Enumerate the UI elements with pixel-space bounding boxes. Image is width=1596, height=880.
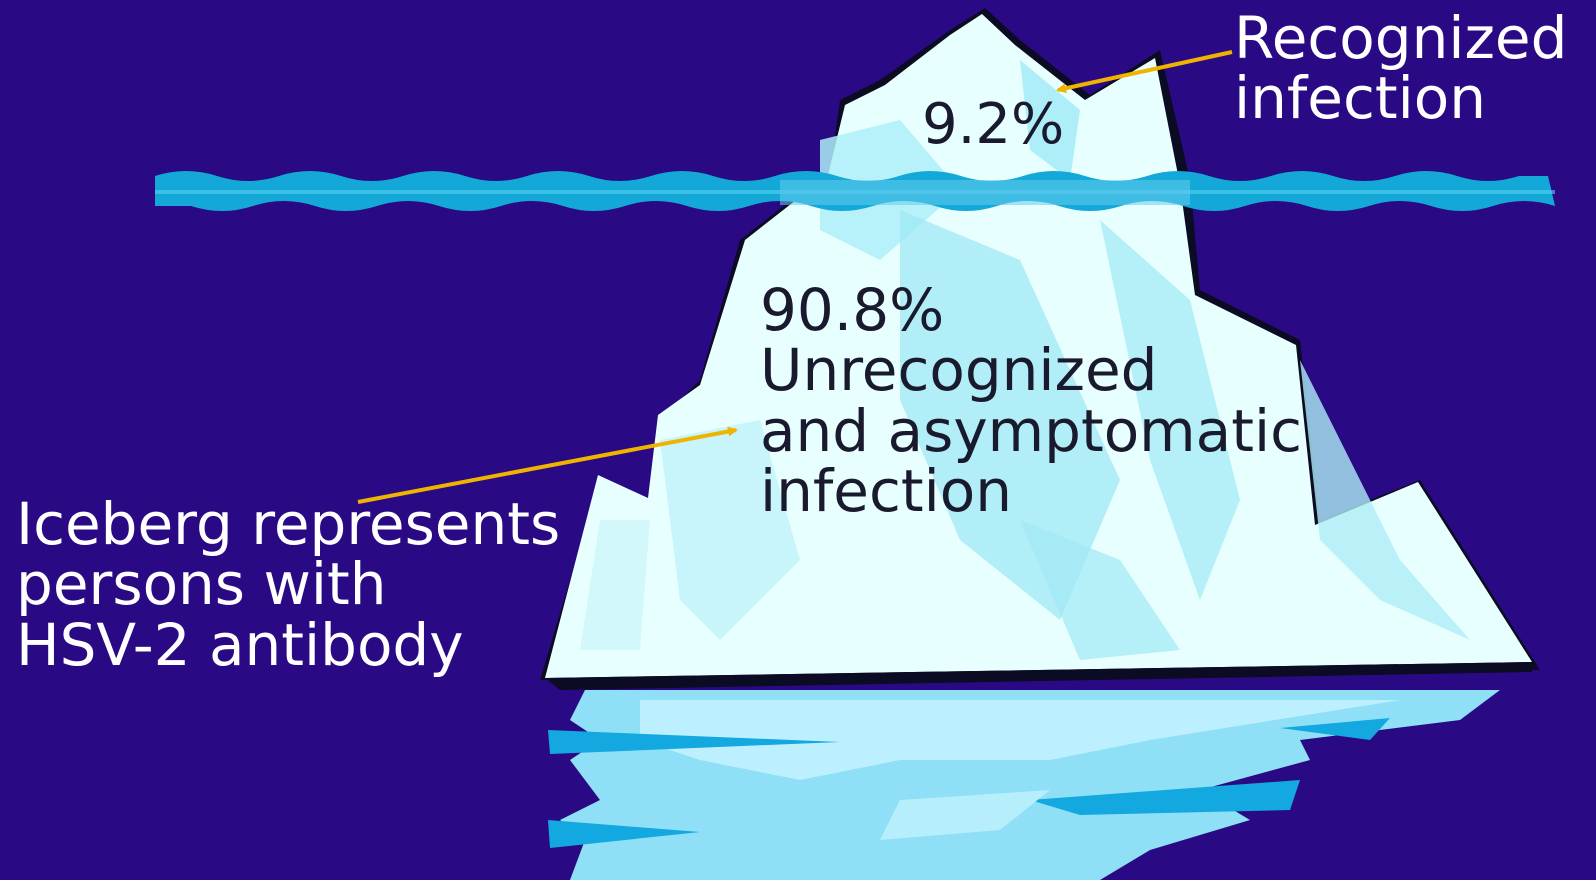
recognized-percent: 9.2% <box>922 96 1064 154</box>
iceberg-note-line3: HSV-2 antibody <box>16 615 560 675</box>
iceberg-note-line2: persons with <box>16 554 560 614</box>
iceberg-explanation: Iceberg represents persons with HSV-2 an… <box>16 494 560 675</box>
iceberg-reflection <box>548 690 1500 880</box>
recognized-label-line2: infection <box>1234 68 1567 128</box>
unrecognized-label-line1: Unrecognized <box>760 340 1302 400</box>
unrecognized-label-line3: infection <box>760 461 1302 521</box>
unrecognized-percent: 90.8% <box>760 280 1302 340</box>
iceberg-note-line1: Iceberg represents <box>16 494 560 554</box>
unrecognized-infection-label: 90.8% Unrecognized and asymptomatic infe… <box>760 280 1302 521</box>
recognized-label-line1: Recognized <box>1234 8 1567 68</box>
recognized-infection-label: Recognized infection <box>1234 8 1567 129</box>
unrecognized-label-line2: and asymptomatic <box>760 401 1302 461</box>
